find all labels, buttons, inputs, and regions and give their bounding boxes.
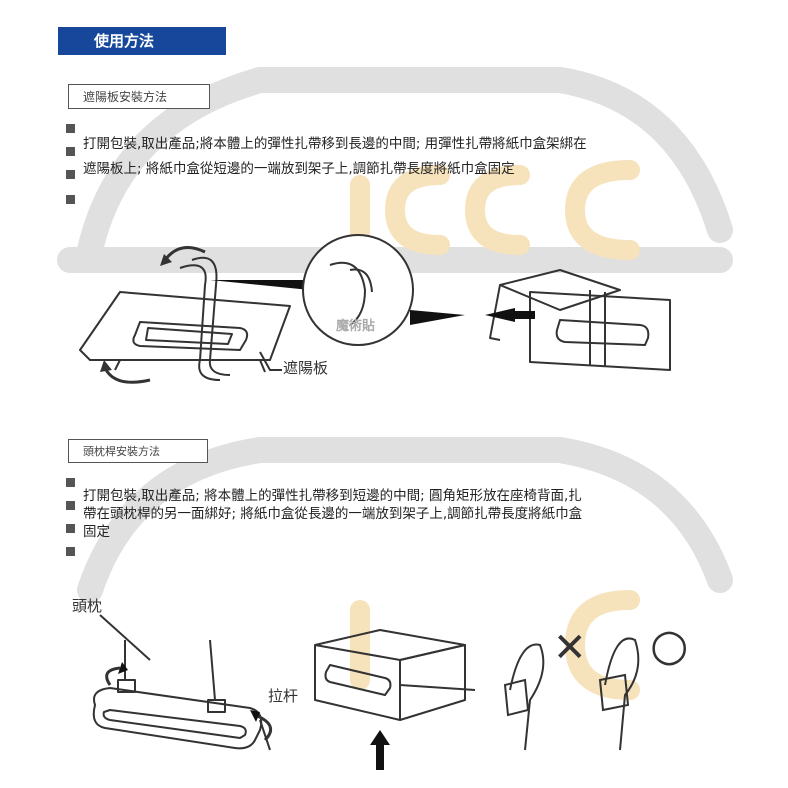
bullet-icon (66, 195, 75, 204)
instruction-text: 遮陽板上; 將紙巾盒從短邊的一端放到架子上,調節扎帶長度將紙巾盒固定 (83, 161, 515, 177)
bullet-icon (66, 524, 75, 533)
instruction-text: 固定 (83, 524, 110, 540)
bullet-icon (66, 147, 75, 156)
bullet-icon (66, 547, 75, 556)
rod-label: 拉杆 (268, 687, 299, 705)
headrest-label: 頭枕 (72, 597, 103, 615)
bullet-icon (66, 501, 75, 510)
instruction-text: 打開包裝,取出產品; 將本體上的彈性扎帶移到短邊的中間; 圓角矩形放在座椅背面,… (83, 488, 582, 504)
headrest-install-illustration (92, 614, 640, 770)
instruction-text: 打開包裝,取出產品;將本體上的彈性扎帶移到長邊的中間; 用彈性扎帶將紙巾盒架綁在 (83, 136, 587, 152)
section-heading-visor: 遮陽板安裝方法 (68, 84, 210, 109)
section-heading-headrest: 頭枕桿安裝方法 (68, 439, 208, 463)
correct-mark-icon: ○ (650, 620, 689, 671)
instruction-text: 帶在頭枕桿的另一面綁好; 將紙巾盒從長邊的一端放到架子上,調節扎帶長度將紙巾盒 (83, 506, 583, 522)
visor-install-illustration (79, 234, 671, 384)
bullet-icon (66, 124, 75, 133)
magic-tape-label: 魔術貼 (336, 319, 376, 334)
bullet-icon (66, 170, 75, 179)
bullet-icon (66, 478, 75, 487)
visor-label: 遮陽板 (283, 359, 329, 377)
page-title: 使用方法 (58, 27, 226, 55)
wrong-mark-icon: ✕ (553, 625, 587, 671)
